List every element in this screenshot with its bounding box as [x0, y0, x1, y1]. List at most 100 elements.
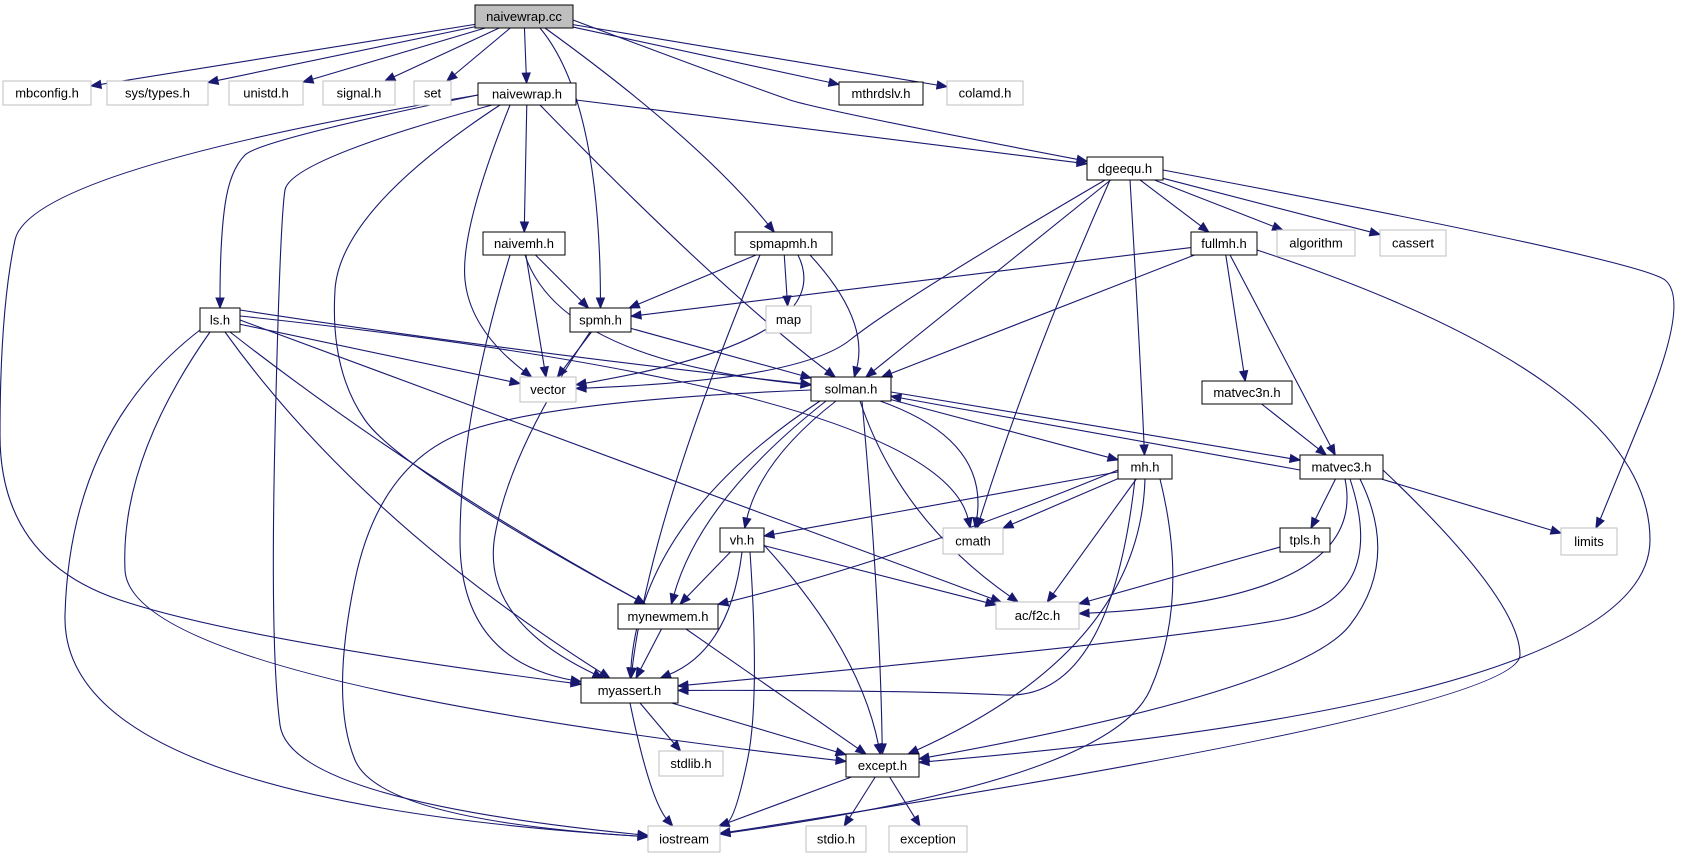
edge-line	[673, 400, 827, 597]
node-tpls-h[interactable]: tpls.h	[1279, 527, 1331, 553]
arrowhead-icon	[823, 366, 837, 378]
arrowhead-icon	[1271, 221, 1284, 231]
edge-solman_h-to-cmath	[879, 400, 982, 530]
node-spmh-h[interactable]: spmh.h	[569, 307, 632, 333]
edge-line	[630, 327, 804, 377]
arrowhead-icon	[662, 814, 674, 828]
edge-line	[639, 628, 662, 672]
edge-line	[272, 104, 641, 836]
node-matvec3-h[interactable]: matvec3.h	[1299, 454, 1384, 480]
edge-dgeequ_h-to-cassert	[1162, 177, 1382, 237]
node-naivewrap-h[interactable]: naivewrap.h	[477, 82, 577, 106]
node-label: ls.h	[210, 313, 230, 328]
edge-line	[638, 247, 1192, 316]
node-box	[838, 81, 924, 106]
node-ls-h[interactable]: ls.h	[199, 307, 241, 333]
node-box	[569, 307, 632, 333]
edge-dgeequ_h-to-limits	[1162, 169, 1675, 530]
node-label: stdlib.h	[670, 756, 711, 771]
node-matvec3n-h[interactable]: matvec3n.h	[1201, 380, 1293, 405]
arrowhead-icon	[1549, 525, 1563, 535]
edge-naivewrap_h-to-dgeequ_h	[575, 99, 1089, 168]
node-mh-h[interactable]: mh.h	[1117, 454, 1173, 480]
node-naivemh-h[interactable]: naivemh.h	[482, 231, 566, 256]
edge-vh_h-to-myassert_h	[659, 551, 743, 679]
node-label: sys/types.h	[125, 86, 190, 101]
node-naivewrap-cc[interactable]: naivewrap.cc	[474, 4, 574, 29]
arrowhead-icon	[1238, 369, 1249, 383]
arrowhead-icon	[1077, 596, 1091, 606]
arrowhead-icon	[659, 669, 673, 679]
node-box	[845, 753, 920, 778]
arrowhead-icon	[762, 529, 776, 539]
edge-line	[539, 27, 602, 301]
node-label: tpls.h	[1289, 533, 1320, 548]
edge-line	[219, 94, 479, 301]
node-label: colamd.h	[959, 86, 1012, 101]
node-box	[1276, 229, 1356, 257]
node-label: myassert.h	[598, 683, 662, 698]
node-fullmh-h[interactable]: fullmh.h	[1190, 231, 1258, 256]
node-label: mthrdslv.h	[852, 86, 911, 101]
node-box	[734, 231, 833, 256]
node-box	[1086, 156, 1164, 181]
edge-line	[1225, 254, 1245, 374]
edge-line	[1381, 478, 1554, 532]
node-label: naivemh.h	[494, 236, 554, 251]
edge-spmh_h-to-vector	[556, 331, 592, 379]
edge-line	[1010, 478, 1119, 526]
node-spmapmh-h[interactable]: spmapmh.h	[734, 231, 833, 256]
node-box	[580, 677, 679, 704]
edge-solman_h-to-vh_h	[742, 400, 837, 530]
edge-ls_h-to-solman_h	[239, 309, 813, 389]
edge-naivewrap_cc-to-colamd_h	[572, 24, 949, 90]
node-box	[2, 80, 92, 106]
node-label: dgeequ.h	[1098, 161, 1152, 176]
edge-line	[890, 399, 1111, 459]
edge-naivemh_h-to-spmh_h	[535, 254, 590, 309]
edge-naivewrap_cc-to-sys_types_h	[206, 26, 476, 85]
edge-naivewrap_h-to-myassert_h	[0, 94, 583, 688]
node-box	[1379, 229, 1447, 257]
node-map: map	[765, 305, 812, 334]
arrowhead-icon	[679, 593, 691, 605]
edge-spmh_h-to-solman_h	[630, 327, 813, 380]
arrowhead-icon	[1288, 453, 1302, 464]
arrowhead-icon	[1075, 157, 1089, 168]
arrowhead-icon	[873, 742, 883, 756]
edge-naivewrap_cc-to-spmh_h	[539, 27, 606, 310]
edge-line	[239, 309, 804, 385]
node-box	[647, 825, 721, 853]
arrowhead-icon	[577, 297, 590, 309]
arrowhead-icon	[1326, 443, 1336, 457]
node-colamd-h: colamd.h	[946, 80, 1024, 106]
node-label: signal.h	[337, 86, 382, 101]
edge-vh_h-to-ac_f2c_h	[763, 545, 998, 607]
arrowhead-icon	[637, 831, 650, 841]
node-solman-h[interactable]: solman.h	[810, 376, 892, 402]
edge-matvec3_h-to-limits	[1381, 478, 1563, 535]
node-dgeequ-h[interactable]: dgeequ.h	[1086, 156, 1164, 181]
node-unistd-h: unistd.h	[228, 80, 304, 106]
arrowhead-icon	[215, 297, 225, 310]
arrowhead-icon	[889, 393, 903, 403]
node-mthrdslv-h[interactable]: mthrdslv.h	[838, 81, 924, 106]
arrowhead-icon	[717, 817, 731, 827]
node-except-h[interactable]: except.h	[845, 753, 920, 778]
edge-solman_h-to-myassert_h	[626, 400, 821, 680]
edge-matvec3_h-to-solman_h	[889, 393, 1301, 471]
edge-naivewrap_cc-to-unistd_h	[301, 27, 486, 84]
node-box	[765, 305, 812, 334]
node-mynewmem-h[interactable]: mynewmem.h	[617, 603, 719, 630]
node-myassert-h[interactable]: myassert.h	[580, 677, 679, 704]
arrowhead-icon	[1139, 444, 1149, 457]
edge-mh_h-to-myassert_h	[676, 478, 1136, 696]
node-vh-h[interactable]: vh.h	[719, 527, 765, 553]
node-box	[106, 80, 209, 106]
node-box	[413, 80, 452, 106]
edge-matvec3_h-to-myassert_h	[676, 478, 1362, 690]
node-box	[228, 80, 304, 106]
arrowhead-icon	[626, 667, 636, 680]
node-box	[658, 750, 724, 777]
edge-ls_h-to-cmath	[239, 315, 973, 530]
